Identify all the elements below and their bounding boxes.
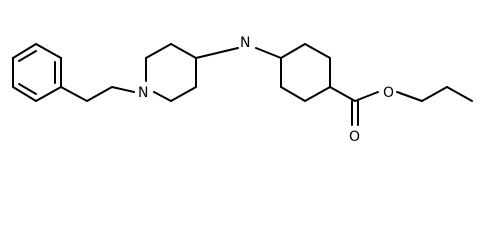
benzene-inner-bond-3	[18, 83, 37, 95]
benzene-ring	[12, 43, 62, 102]
benzene-bond-2	[35, 43, 62, 59]
ester-bond-2	[396, 91, 423, 102]
amine-bond-2	[255, 47, 282, 59]
piperidine-bond-3	[170, 43, 197, 59]
piperidine-bond-5	[170, 86, 197, 102]
amine-nitrogen-label: N	[240, 35, 250, 51]
carboxyl-carbon-bond	[329, 86, 356, 102]
cyclohexane-bond-1	[280, 43, 306, 59]
benzene-inner-bond-1	[18, 50, 37, 62]
benzene-bond-5	[12, 86, 37, 102]
piperidine-ring	[145, 43, 197, 102]
benzene-bond-4	[35, 86, 62, 102]
ester-bond-1	[354, 91, 379, 102]
amine-bond-1	[195, 47, 239, 59]
benzyl-bond-1	[60, 86, 88, 102]
chemical-structure: N N O O	[12, 35, 473, 145]
cyclohexane-bond-5	[280, 86, 306, 102]
piperidine-nitrogen-label: N	[138, 85, 148, 101]
benzyl-bond-3	[111, 86, 135, 93]
ethyl-bond-1	[421, 86, 448, 102]
benzene-bond-1	[12, 43, 37, 59]
cyclohexane-bond-2	[304, 43, 331, 59]
cyclohexane-bond-4	[304, 86, 331, 102]
piperidine-bond-2	[145, 43, 172, 59]
benzyl-bond-2	[86, 86, 113, 102]
carbonyl-oxygen-label: O	[349, 129, 360, 145]
ester-oxygen-label: O	[383, 85, 394, 101]
piperidine-bond-6	[153, 91, 172, 102]
cyclohexane-ring	[280, 43, 331, 102]
ethyl-bond-2	[446, 86, 473, 102]
